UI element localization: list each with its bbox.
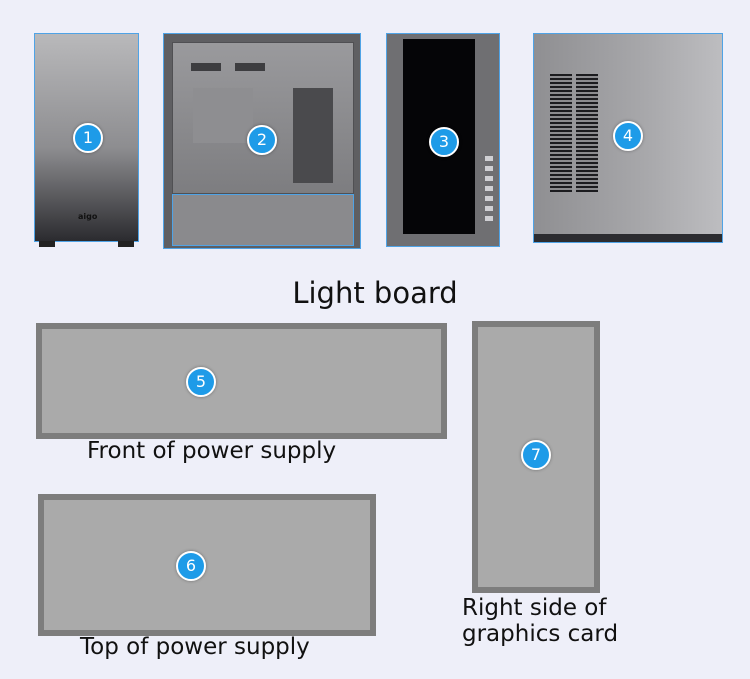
side-vent — [550, 74, 572, 192]
case-front-view: aigo 1 — [34, 33, 139, 247]
panel-label-right-side-line2: graphics card — [462, 621, 619, 647]
panel-label-top-of-power-supply: Top of power supply — [80, 634, 310, 660]
case-foot — [118, 241, 134, 247]
badge-4: 4 — [613, 121, 643, 151]
panel-label-right-side-line1: Right side of — [462, 595, 607, 621]
case-base — [534, 234, 722, 242]
case-side-open-view: 2 — [163, 33, 361, 249]
badge-6: 6 — [176, 551, 206, 581]
motherboard-tray — [193, 88, 253, 143]
front-io-ports — [485, 156, 493, 226]
case-right-side-view: 4 — [533, 33, 723, 243]
drive-cage — [293, 88, 333, 183]
cable-cutout — [235, 63, 265, 71]
panel-top-of-power-supply: 6 — [38, 494, 376, 636]
panel-right-side-of-graphics-card: 7 — [472, 321, 600, 593]
case-interior — [172, 42, 354, 194]
case-front-glass-view: 3 — [386, 33, 500, 247]
badge-3: 3 — [429, 127, 459, 157]
page-title: Light board — [292, 276, 458, 310]
badge-7: 7 — [521, 440, 551, 470]
panel-label-front-of-power-supply: Front of power supply — [87, 438, 337, 464]
cable-cutout — [191, 63, 221, 71]
badge-2: 2 — [247, 125, 277, 155]
badge-5: 5 — [186, 367, 216, 397]
case-foot — [39, 241, 55, 247]
panel-front-of-power-supply: 5 — [36, 323, 447, 439]
badge-1: 1 — [73, 123, 103, 153]
psu-shroud — [172, 194, 354, 246]
side-vent — [576, 74, 598, 192]
case-logo: aigo — [78, 212, 98, 221]
